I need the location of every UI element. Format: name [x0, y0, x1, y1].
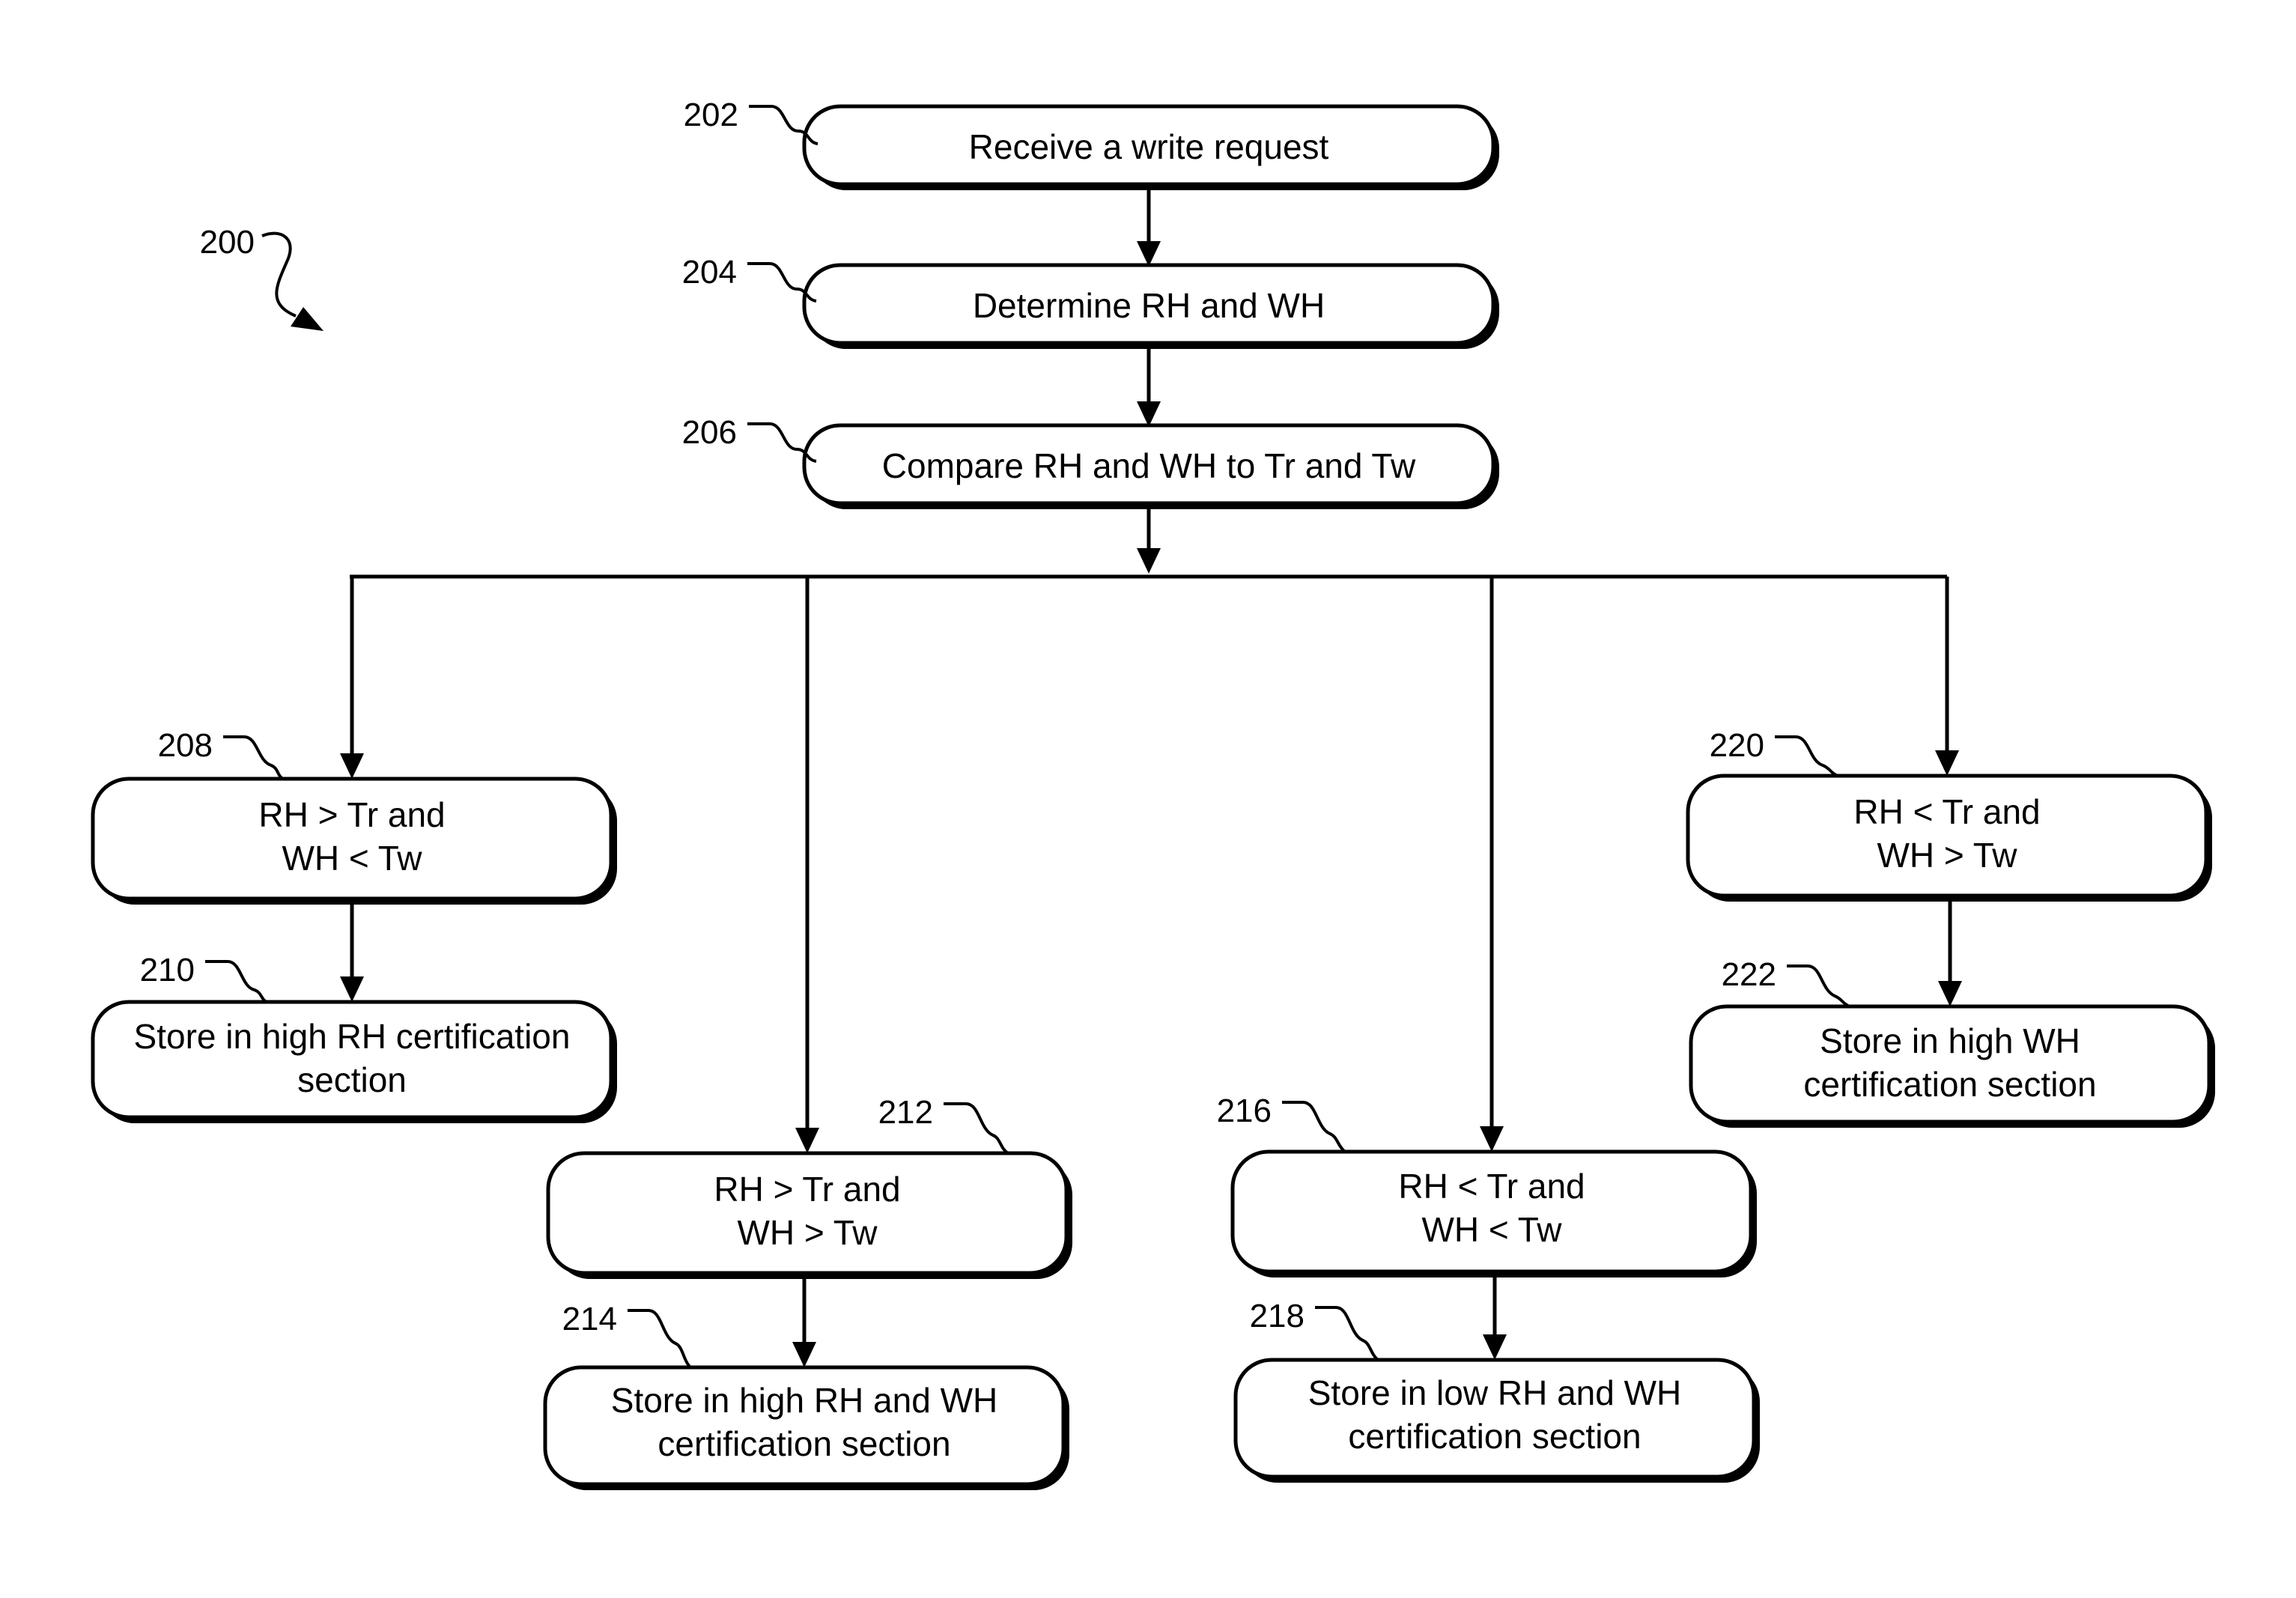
- ref-204-label: 204: [682, 254, 737, 291]
- ref-220-leader: [1775, 737, 1838, 776]
- figure-ref-label: 200: [200, 224, 255, 261]
- step-208-line-1: RH > Tr and: [258, 795, 445, 834]
- ref-210-label: 210: [140, 952, 195, 988]
- connector-220-222: [1938, 902, 1962, 1006]
- step-216-line-1: RH < Tr and: [1398, 1167, 1585, 1206]
- connector-bus-220: [1935, 577, 1959, 776]
- ref-202-label: 202: [684, 97, 738, 133]
- step-206: Compare RH and WH to Tr and Tw: [804, 425, 1499, 509]
- connector-204-206: [1137, 349, 1161, 427]
- connector-bus-212: [795, 577, 819, 1153]
- ref-206: 206: [682, 414, 816, 461]
- step-202: Receive a write request: [804, 106, 1499, 190]
- connector-208-210: [340, 905, 364, 1002]
- step-222-line-1: Store in high WH: [1820, 1021, 2080, 1060]
- step-214: Store in high RH and WH certification se…: [545, 1367, 1069, 1490]
- ref-214: 214: [562, 1301, 690, 1367]
- arrowhead: [792, 1342, 816, 1367]
- ref-222: 222: [1722, 956, 1850, 1006]
- connector-bus-216: [1480, 577, 1504, 1152]
- ref-218-leader: [1315, 1307, 1378, 1360]
- step-222-line-2: certification section: [1803, 1065, 2096, 1104]
- arrowhead: [1137, 401, 1161, 427]
- step-220-line-1: RH < Tr and: [1853, 792, 2040, 831]
- step-212-line-2: WH > Tw: [737, 1213, 878, 1252]
- connector-206-bus: [1137, 509, 1161, 574]
- ref-210: 210: [140, 952, 267, 1002]
- ref-204: 204: [682, 254, 816, 301]
- arrowhead: [340, 976, 364, 1002]
- ref-214-label: 214: [562, 1301, 617, 1337]
- step-206-text: Compare RH and WH to Tr and Tw: [882, 446, 1416, 485]
- ref-222-leader: [1787, 966, 1850, 1006]
- step-202-text: Receive a write request: [969, 127, 1329, 166]
- step-212-line-1: RH > Tr and: [714, 1170, 900, 1209]
- arrowhead: [1137, 241, 1161, 267]
- connector-216-218: [1483, 1278, 1507, 1360]
- step-210: Store in high RH certification section: [93, 1002, 617, 1123]
- ref-212-label: 212: [878, 1094, 933, 1131]
- step-204-text: Determine RH and WH: [973, 286, 1325, 325]
- ref-206-leader: [747, 424, 816, 461]
- connector-202-204: [1137, 190, 1161, 267]
- step-204: Determine RH and WH: [804, 265, 1499, 349]
- step-220-line-2: WH > Tw: [1877, 836, 2017, 875]
- ref-210-leader: [205, 961, 267, 1002]
- ref-218-label: 218: [1250, 1298, 1305, 1334]
- arrowhead: [1938, 981, 1962, 1006]
- step-208-line-2: WH < Tw: [282, 839, 422, 878]
- ref-208: 208: [158, 727, 283, 779]
- ref-218: 218: [1250, 1298, 1378, 1360]
- ref-212-leader: [944, 1104, 1008, 1153]
- figure-ref-curve: [262, 234, 296, 316]
- ref-216-label: 216: [1217, 1093, 1272, 1129]
- step-208: RH > Tr and WH < Tw: [93, 779, 617, 905]
- arrowhead: [1137, 548, 1161, 574]
- ref-204-leader: [747, 264, 816, 301]
- step-210-line-2: section: [297, 1060, 407, 1099]
- step-214-line-2: certification section: [657, 1424, 950, 1463]
- ref-214-leader: [628, 1310, 690, 1367]
- ref-216-leader: [1282, 1102, 1345, 1152]
- arrowhead: [1935, 750, 1959, 776]
- figure-ref-arrowhead: [291, 307, 324, 331]
- connector-bus-208: [340, 577, 364, 779]
- ref-220: 220: [1710, 727, 1838, 776]
- ref-212: 212: [878, 1094, 1008, 1153]
- ref-216: 216: [1217, 1093, 1345, 1152]
- ref-206-label: 206: [682, 414, 737, 451]
- step-218-line-1: Store in low RH and WH: [1308, 1373, 1682, 1412]
- ref-220-label: 220: [1710, 727, 1764, 764]
- ref-208-leader: [223, 737, 283, 779]
- ref-208-label: 208: [158, 727, 213, 764]
- step-216-line-2: WH < Tw: [1421, 1210, 1562, 1249]
- ref-202: 202: [684, 97, 818, 144]
- step-220: RH < Tr and WH > Tw: [1688, 776, 2212, 902]
- figure-ref-200: 200: [200, 224, 324, 331]
- arrowhead: [1480, 1126, 1504, 1152]
- step-222: Store in high WH certification section: [1691, 1006, 2215, 1128]
- step-212: RH > Tr and WH > Tw: [548, 1153, 1072, 1279]
- ref-222-label: 222: [1722, 956, 1776, 993]
- step-214-line-1: Store in high RH and WH: [611, 1381, 997, 1420]
- step-210-line-1: Store in high RH certification: [134, 1017, 571, 1056]
- step-218-line-2: certification section: [1348, 1417, 1641, 1456]
- arrowhead: [340, 753, 364, 779]
- arrowhead: [795, 1128, 819, 1153]
- step-218: Store in low RH and WH certification sec…: [1236, 1360, 1760, 1483]
- step-216: RH < Tr and WH < Tw: [1233, 1152, 1757, 1278]
- connector-212-214: [792, 1279, 816, 1367]
- arrowhead: [1483, 1334, 1507, 1360]
